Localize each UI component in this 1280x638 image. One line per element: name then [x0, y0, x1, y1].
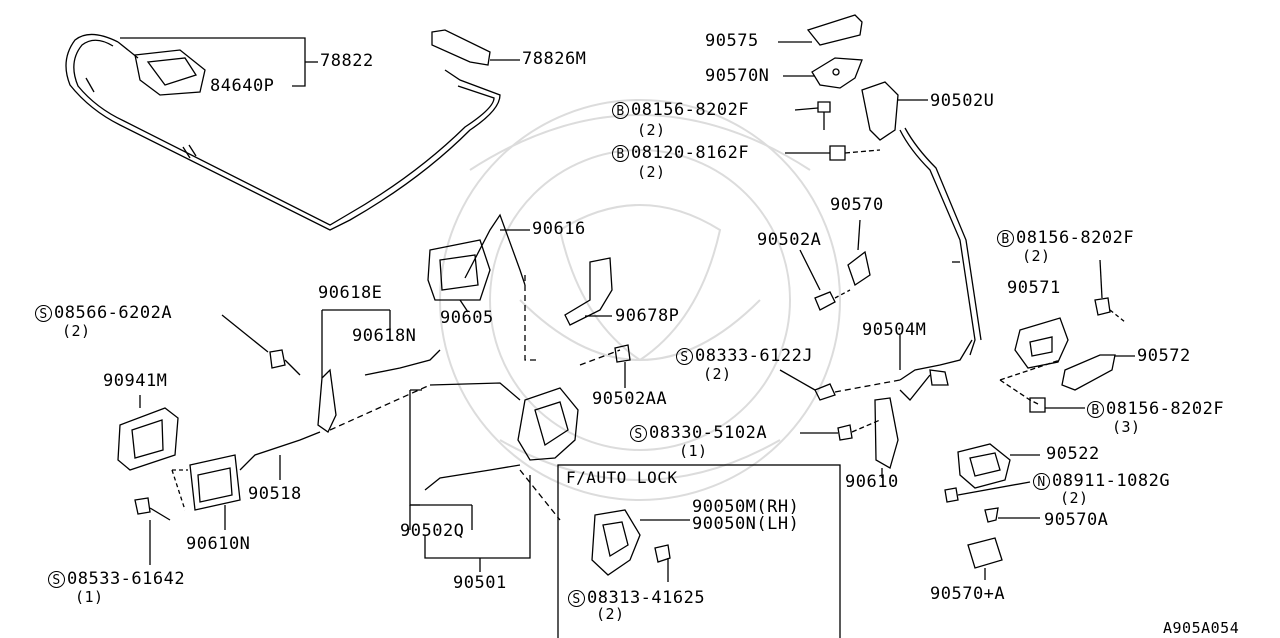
qty-08120: (2) [637, 163, 666, 181]
label-90570: 90570 [830, 195, 884, 215]
diagram-code: A905A054 [1163, 619, 1240, 637]
watermark-emblem [439, 99, 841, 501]
bracket-90570plusA [967, 537, 1003, 580]
qty-08911: (2) [1060, 489, 1089, 507]
label-90570plusA: 90570+A [930, 584, 1006, 604]
label-90518: 90518 [248, 484, 302, 504]
label-90502Q: 90502Q [400, 521, 465, 541]
label-90050N: 90050N(LH) [692, 514, 800, 534]
label-90605: 90605 [440, 308, 494, 328]
bracket-90575 [778, 14, 863, 46]
hood-cable [65, 33, 501, 231]
qty-08566: (2) [62, 322, 91, 340]
qty-08330: (1) [679, 442, 708, 460]
label-90522: 90522 [1046, 444, 1100, 464]
qty-08156-low: (3) [1112, 418, 1141, 436]
prefix-b-icon: B [997, 230, 1014, 247]
qty-08156-top: (2) [637, 121, 666, 139]
bracket-90570 [847, 219, 871, 287]
label-90502A: 90502A [757, 230, 822, 250]
qty-08313: (2) [596, 605, 625, 623]
qty-08533: (1) [75, 588, 104, 606]
prefix-b-icon: B [612, 102, 629, 119]
bolt-08566 [221, 314, 301, 376]
label-90504M: 90504M [862, 320, 927, 340]
bolt-90502A [799, 249, 851, 311]
hood-cable-end [431, 29, 520, 66]
inner-handle-90941M [117, 395, 179, 471]
prefix-s-icon: S [568, 590, 585, 607]
label-90571: 90571 [1007, 278, 1061, 298]
label-90570N: 90570N [705, 66, 770, 86]
prefix-s-icon: S [676, 348, 693, 365]
hinge-90571 [1014, 259, 1126, 369]
label-84640P: 84640P [210, 76, 275, 96]
prefix-b-icon: B [1087, 401, 1104, 418]
label-90502AA: 90502AA [592, 389, 668, 409]
rod-90518 [239, 431, 321, 480]
auto-lock-box [557, 464, 841, 638]
striker-bracket-90502U [861, 81, 982, 356]
outer-handle-90610N [171, 454, 241, 530]
actuator-90050 [591, 509, 690, 582]
bolt-90502AA [614, 344, 631, 388]
bracket-90570N [783, 57, 863, 89]
prefix-s-icon: S [48, 571, 65, 588]
door-lock-90501 [409, 275, 621, 572]
prefix-s-icon: S [630, 425, 647, 442]
label-90050M: 90050M(RH) [692, 497, 800, 517]
bracket-90678P [564, 257, 613, 326]
outer-handle-90610 [800, 397, 899, 478]
inner-handle-90605 [427, 239, 491, 313]
label-90610N: 90610N [186, 534, 251, 554]
hood-release-handle [117, 41, 206, 96]
label-90941M: 90941M [103, 371, 168, 391]
rod-90618 [317, 309, 441, 433]
rod-90504M [779, 335, 973, 401]
label-90618N: 90618N [352, 326, 417, 346]
label-90575: 90575 [705, 31, 759, 51]
label-90616: 90616 [532, 219, 586, 239]
auto-lock-title: F/AUTO LOCK [566, 468, 678, 487]
label-90502U: 90502U [930, 91, 995, 111]
label-90572: 90572 [1137, 346, 1191, 366]
label-90570A: 90570A [1044, 510, 1109, 530]
label-78826M: 78826M [522, 49, 587, 69]
qty-08333: (2) [703, 365, 732, 383]
latch-90522 [944, 443, 1040, 503]
bolt-08533 [134, 497, 171, 565]
bolt-08120 [785, 145, 881, 161]
bolt-08156-top [794, 101, 831, 130]
label-78822: 78822 [320, 51, 374, 71]
label-90618E: 90618E [318, 283, 383, 303]
rod-90616 [464, 213, 530, 286]
striker-90572 [999, 354, 1135, 413]
label-90610: 90610 [845, 472, 899, 492]
screw-90570A [984, 507, 1040, 523]
prefix-n-icon: N [1033, 473, 1050, 490]
label-90501: 90501 [453, 573, 507, 593]
qty-08156-right: (2) [1022, 247, 1051, 265]
prefix-s-icon: S [35, 305, 52, 322]
label-90678P: 90678P [615, 306, 680, 326]
prefix-b-icon: B [612, 145, 629, 162]
